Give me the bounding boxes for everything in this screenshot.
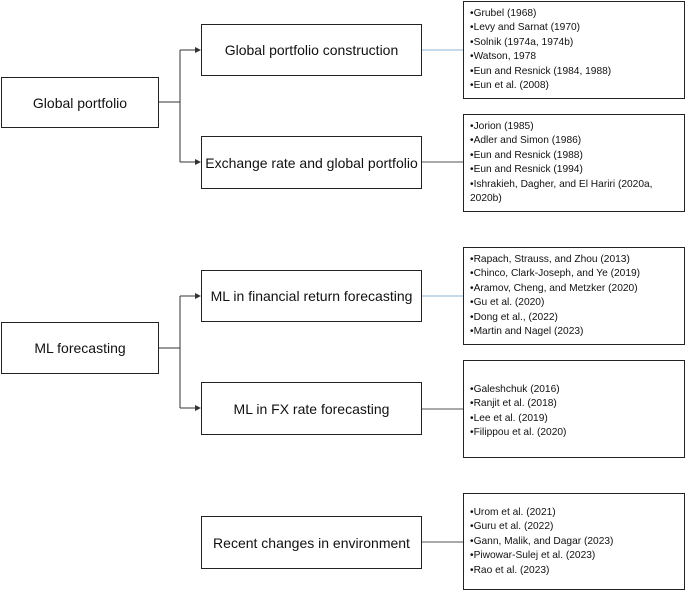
ref-item: •Ishrakieh, Dagher, and El Hariri (2020a… <box>470 178 653 205</box>
ref-item: •Watson, 1978 <box>470 51 537 63</box>
ref-item: •Gann, Malik, and Dagar (2023) <box>470 535 614 547</box>
ref-item: •Rao et al. (2023) <box>470 564 550 576</box>
node-recent-changes-label: Recent changes in environment <box>213 534 410 551</box>
ref-item: •Piwowar-Sulej et al. (2023) <box>470 550 596 562</box>
ref-item: •Guru et al. (2022) <box>470 521 554 533</box>
ref-item: •Adler and Simon (1986) <box>470 135 582 147</box>
node-recent-changes: Recent changes in environment <box>201 516 422 569</box>
ref-item: •Jorion (1985) <box>470 121 534 132</box>
node-ml-fx-rate: ML in FX rate forecasting <box>201 382 422 435</box>
node-global-portfolio-construction-label: Global portfolio construction <box>224 42 399 58</box>
ref-item: •Eun et al. (2008) <box>470 80 549 92</box>
ref-item: •Lee et al. (2019) <box>470 412 548 424</box>
node-exchange-rate-global-portfolio-label: Exchange rate and global portfolio <box>205 154 418 171</box>
ref-item: •Aramov, Cheng, and Metzker (2020) <box>470 282 638 294</box>
node-ml-fx-rate-label: ML in FX rate forecasting <box>233 400 390 417</box>
node-ml-financial-return: ML in financial return forecasting <box>201 270 422 322</box>
ref-item: •Solnik (1974a, 1974b) <box>470 36 574 48</box>
ref-item: •Urom et al. (2021) <box>470 507 556 518</box>
node-ml-forecasting-label: ML forecasting <box>34 340 126 356</box>
ref-item: •Ranjit et al. (2018) <box>470 398 557 410</box>
ref-item: •Eun and Resnick (1988) <box>470 149 583 161</box>
refs-ml-fx-rate: •Galeshchuk (2016) •Ranjit et al. (2018)… <box>463 360 685 458</box>
ref-item: •Chinco, Clark-Joseph, and Ye (2019) <box>470 268 641 280</box>
refs-exchange-rate-global-portfolio: •Jorion (1985) •Adler and Simon (1986) •… <box>463 114 685 212</box>
node-global-portfolio-construction: Global portfolio construction <box>201 24 422 76</box>
node-ml-forecasting: ML forecasting <box>1 322 159 374</box>
ref-item: •Gu et al. (2020) <box>470 297 545 309</box>
node-global-portfolio-label: Global portfolio <box>32 94 128 111</box>
ref-item: •Dong et al., (2022) <box>470 311 558 323</box>
ref-item: •Filippou et al. (2020) <box>470 427 567 439</box>
node-ml-financial-return-label: ML in financial return forecasting <box>210 288 413 304</box>
refs-global-portfolio-construction: •Grubel (1968) •Levy and Sarnat (1970) •… <box>463 1 685 99</box>
refs-ml-financial-return: •Rapach, Strauss, and Zhou (2013) •Chinc… <box>463 247 685 345</box>
ref-item: •Galeshchuk (2016) <box>470 384 560 395</box>
ref-item: •Eun and Resnick (1984, 1988) <box>470 65 612 77</box>
ref-item: •Levy and Sarnat (1970) <box>470 22 581 34</box>
node-exchange-rate-global-portfolio: Exchange rate and global portfolio <box>201 136 422 189</box>
ref-item: •Eun and Resnick (1994) <box>470 164 583 176</box>
node-global-portfolio: Global portfolio <box>1 77 159 128</box>
ref-item: •Rapach, Strauss, and Zhou (2013) <box>470 254 630 265</box>
ref-item: •Grubel (1968) <box>470 8 537 19</box>
ref-item: •Martin and Nagel (2023) <box>470 326 584 338</box>
refs-recent-changes: •Urom et al. (2021) •Guru et al. (2022) … <box>463 493 685 590</box>
